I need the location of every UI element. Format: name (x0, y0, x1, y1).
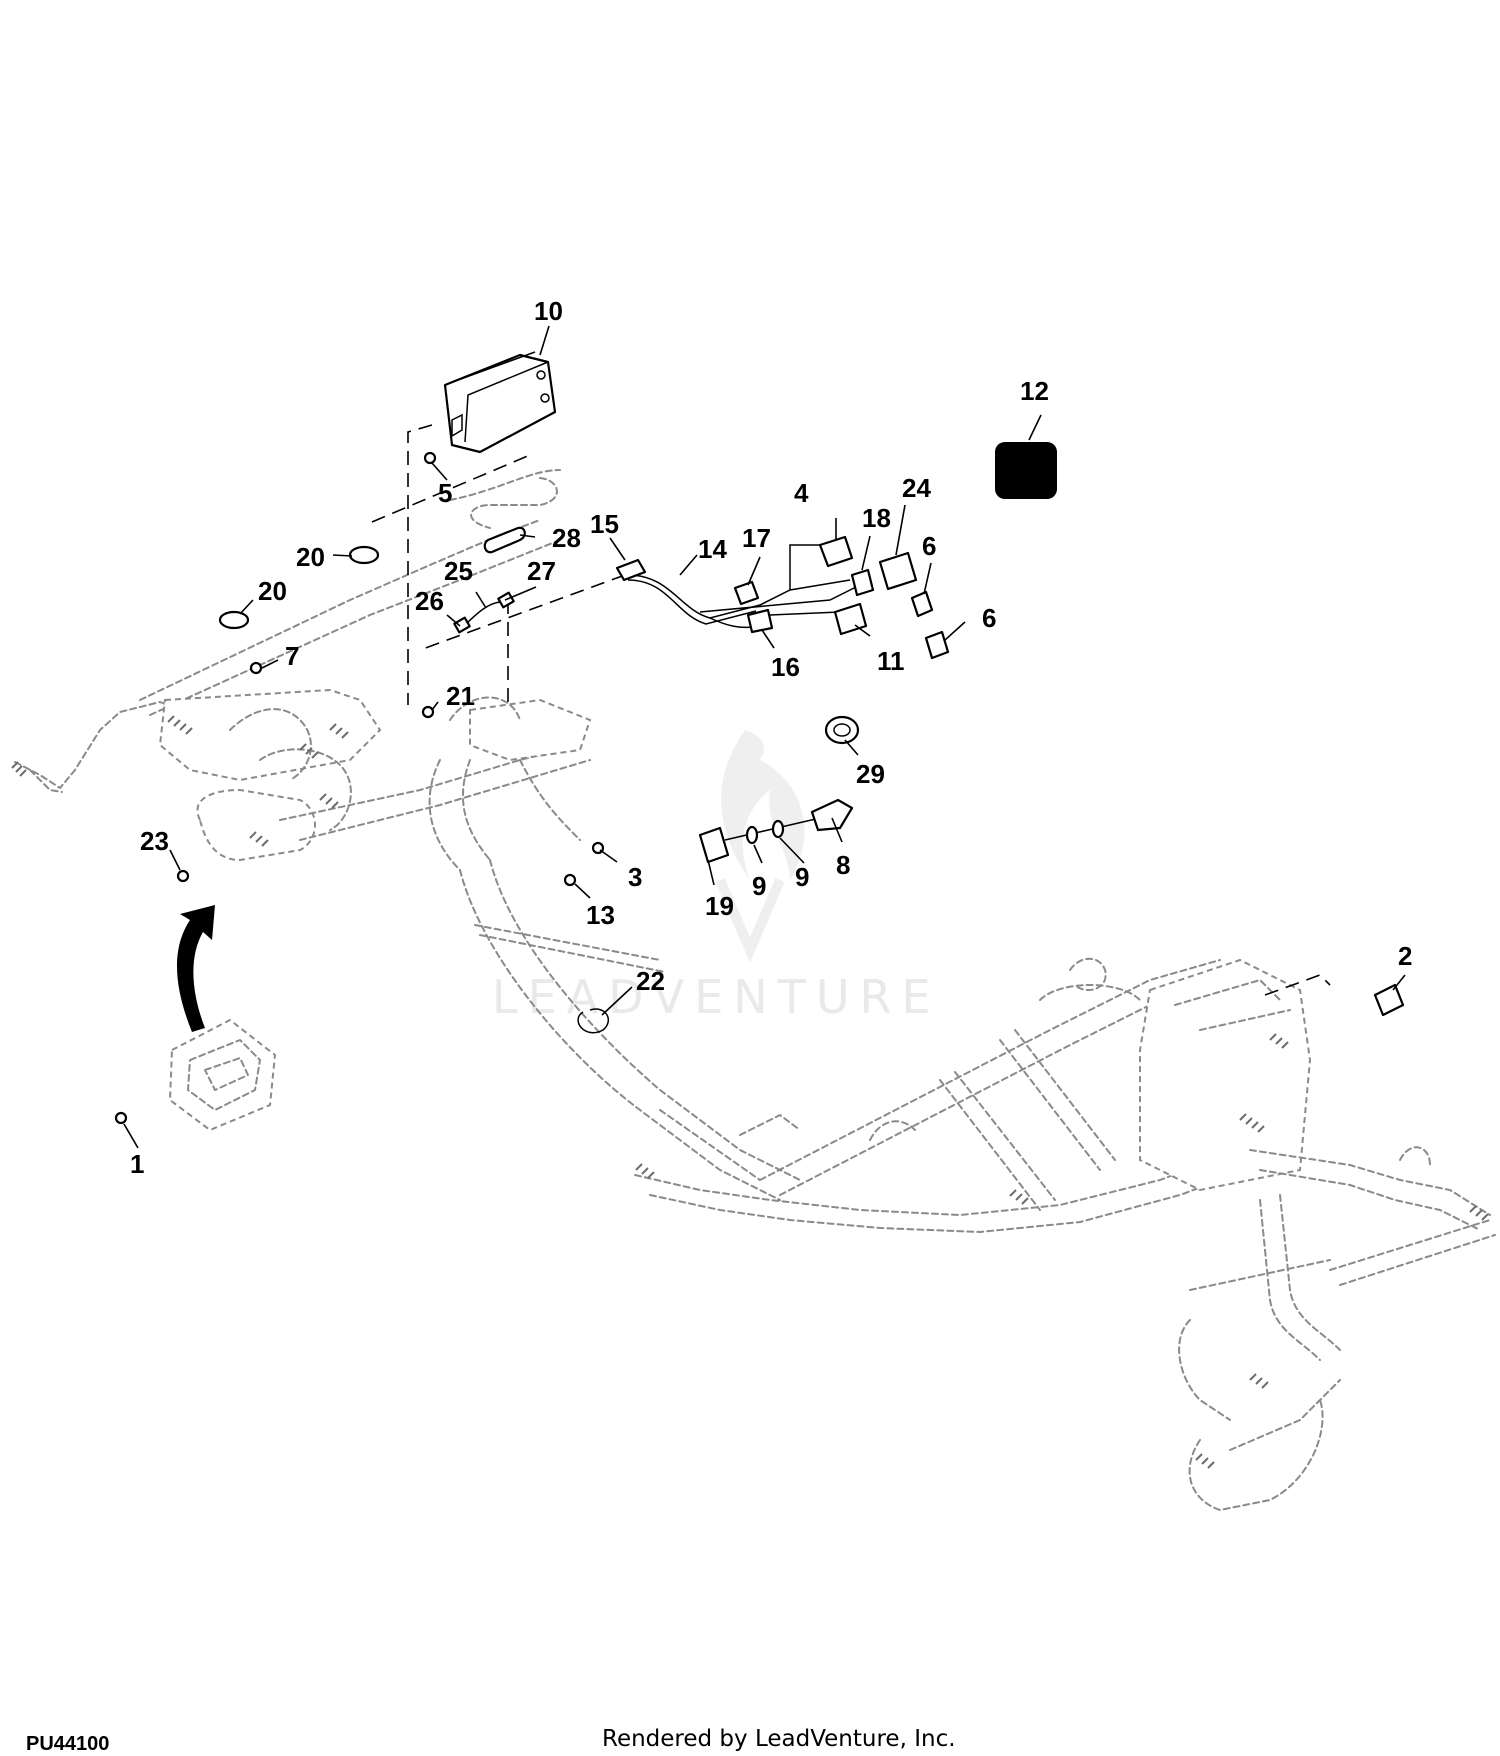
figure-id-label: PU44100 (26, 1733, 110, 1755)
callout-16: 16 (771, 652, 800, 682)
callout-23: 23 (140, 826, 169, 856)
callout-20-upper: 20 (296, 542, 325, 572)
callout-19: 19 (705, 891, 734, 921)
callout-2: 2 (1398, 941, 1412, 971)
part-switch-assembly (698, 798, 854, 864)
part-connector-4 (818, 535, 854, 568)
callout-17: 17 (742, 523, 771, 553)
alignment-lines (371, 424, 1331, 996)
callout-27: 27 (527, 556, 556, 586)
callout-9-left: 9 (752, 871, 766, 901)
callout-6-upper: 6 (922, 531, 936, 561)
callout-24: 24 (902, 473, 931, 503)
callout-4: 4 (794, 478, 809, 508)
callout-labels: 1 2 3 4 5 6 6 7 8 9 9 10 11 12 13 14 15 … (130, 296, 1412, 1179)
detail-inset (168, 905, 277, 1132)
callout-22: 22 (636, 966, 665, 996)
callout-25: 25 (444, 556, 473, 586)
part-controller-module (443, 351, 557, 454)
part-grommet-29 (824, 715, 860, 745)
part-bolt-7 (249, 661, 263, 675)
part-tag-12 (995, 442, 1057, 499)
watermark-text: LEADVENTURE (492, 970, 941, 1024)
part-bolt-23 (176, 869, 190, 883)
callout-12: 12 (1020, 376, 1049, 406)
part-bolt-13 (563, 873, 577, 887)
ghost-hatching (11, 715, 1489, 1469)
leader-lines (123, 325, 1406, 1149)
part-connector-17 (733, 580, 760, 606)
part-bolt-1 (114, 1111, 128, 1125)
callout-5: 5 (438, 478, 452, 508)
part-connector-16 (746, 608, 774, 634)
callout-26: 26 (415, 586, 444, 616)
part-clip-6-lower (924, 630, 950, 660)
part-cap-20-upper (348, 545, 380, 565)
part-clamp-22 (577, 1008, 609, 1034)
callout-20-lower: 20 (258, 576, 287, 606)
callout-10: 10 (534, 296, 563, 326)
part-connector-2 (1373, 983, 1405, 1017)
callout-15: 15 (590, 509, 619, 539)
callout-9-right: 9 (795, 862, 809, 892)
part-clip-6-upper (910, 590, 934, 618)
part-connector-24 (878, 551, 918, 591)
ghost-frame-assembly (14, 469, 1496, 1511)
direction-arrow (177, 905, 215, 1032)
part-cable-25 (453, 591, 515, 634)
part-harness-14 (627, 544, 861, 629)
callout-14: 14 (698, 534, 727, 564)
callout-3: 3 (628, 862, 642, 892)
callout-7: 7 (285, 641, 299, 671)
part-bolt-5 (423, 451, 437, 465)
callout-1: 1 (130, 1149, 144, 1179)
render-credit-label: Rendered by LeadVenture, Inc. (602, 1726, 956, 1752)
callout-18: 18 (862, 503, 891, 533)
callout-21: 21 (446, 681, 475, 711)
callout-11: 11 (877, 646, 905, 676)
callout-6-lower: 6 (982, 603, 996, 633)
part-clip-28 (483, 526, 526, 554)
callout-28: 28 (552, 523, 581, 553)
part-bolt-21 (421, 705, 435, 719)
part-cap-20-lower (218, 610, 250, 630)
part-connector-18 (850, 568, 875, 597)
callout-29: 29 (856, 759, 885, 789)
callout-13: 13 (586, 900, 615, 930)
part-connector-15 (615, 558, 647, 582)
callout-8: 8 (836, 850, 850, 880)
